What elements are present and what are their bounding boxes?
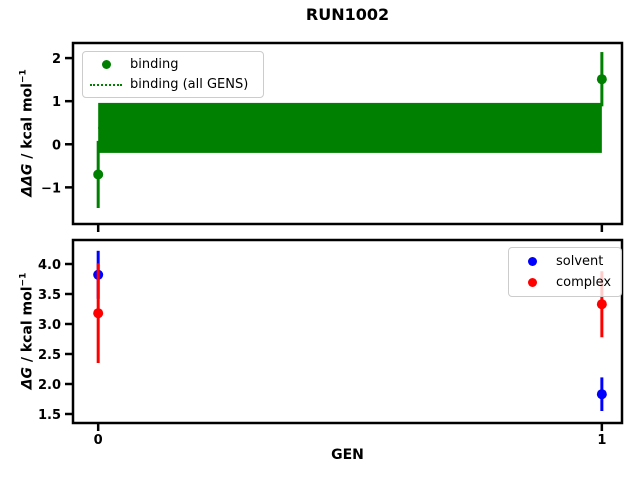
legend-dot-icon xyxy=(514,257,550,266)
legend-bottom: solvent complex xyxy=(508,247,622,297)
axes-frame xyxy=(71,41,624,226)
x-axis-label: GEN xyxy=(331,447,364,463)
y-tick-label: 2.5 xyxy=(38,348,61,363)
y-axis-label-top-symbol: ΔΔG xyxy=(19,163,36,197)
legend-entry: solvent xyxy=(514,253,612,271)
legend-dot-icon xyxy=(527,278,537,287)
y-tick-label: 2 xyxy=(52,52,61,67)
y-axis-label-bottom: ΔG / kcal mol−1 xyxy=(19,273,36,390)
legend-dotted-line-icon xyxy=(88,83,124,86)
legend-entry: complex xyxy=(514,274,612,292)
complex-point xyxy=(93,308,104,319)
y-tick-label: 0 xyxy=(52,138,61,153)
binding-point xyxy=(93,169,104,180)
plot-bottom: 4.0 3.5 3.0 2.5 2.0 1.5 0 1 xyxy=(38,238,624,448)
axes-frame xyxy=(71,238,624,425)
legend-entry-label: complex xyxy=(556,275,612,290)
y-tick-label: 3.0 xyxy=(38,318,61,333)
legend-dot-icon xyxy=(527,257,537,266)
x-tick-label: 1 xyxy=(597,433,606,448)
legend-top: binding binding (all GENS) xyxy=(82,51,264,98)
legend-dot-icon xyxy=(88,60,124,69)
y-tick-label: 3.5 xyxy=(38,288,61,303)
x-tick-label: 0 xyxy=(94,433,103,448)
y-axis-label-top-units: / kcal mol xyxy=(19,83,36,164)
y-tick-label: 1.5 xyxy=(38,408,61,423)
y-axis-label-bottom-symbol: ΔG xyxy=(19,367,36,390)
y-axis-label-top: ΔΔG / kcal mol−1 xyxy=(19,69,36,197)
legend-dot-icon xyxy=(101,60,111,69)
legend-entry: binding xyxy=(88,56,254,73)
legend-dotted-line-icon xyxy=(90,83,122,86)
y-tick-label: 4.0 xyxy=(38,258,61,273)
binding-point xyxy=(596,74,607,85)
complex-point xyxy=(596,299,607,310)
uncertainty-band xyxy=(98,102,602,153)
legend-dot-icon xyxy=(514,278,550,287)
plot-top: 2 1 0 −1 xyxy=(41,41,624,232)
y-axis-label-bottom-units: / kcal mol xyxy=(19,286,36,368)
y-tick-label: −1 xyxy=(41,181,61,196)
y-axis-label-top-exponent: −1 xyxy=(18,69,29,84)
solvent-point xyxy=(596,389,607,400)
legend-entry: binding (all GENS) xyxy=(88,76,254,93)
chart-title: RUN1002 xyxy=(305,5,390,24)
legend-entry-label: binding xyxy=(130,57,179,72)
y-tick-label: 2.0 xyxy=(38,378,61,393)
legend-entry-label: solvent xyxy=(556,254,604,269)
y-axis-label-bottom-exponent: −1 xyxy=(18,272,29,287)
legend-entry-label: binding (all GENS) xyxy=(130,77,249,92)
y-tick-label: 1 xyxy=(52,95,61,110)
